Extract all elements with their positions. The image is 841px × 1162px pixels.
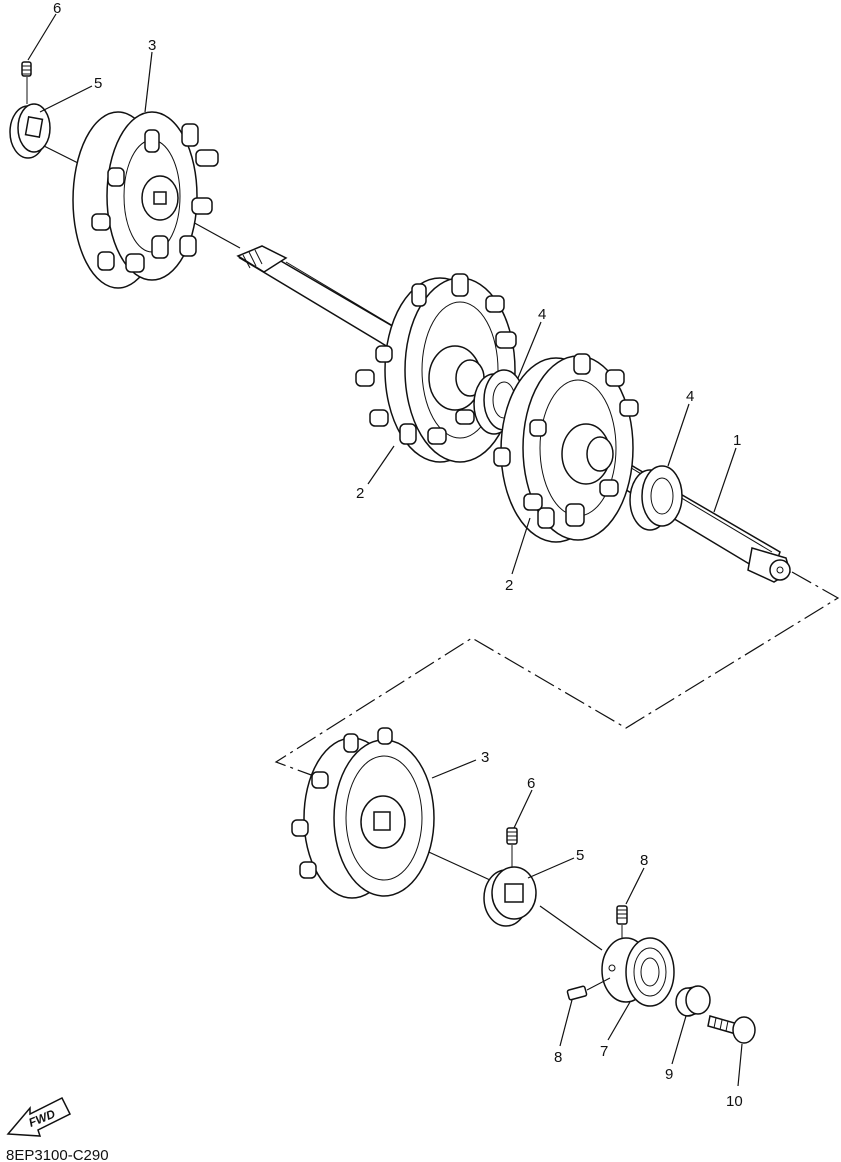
callout-2-b: 2 <box>505 577 513 594</box>
callout-8-top: 8 <box>640 852 648 869</box>
callout-7: 7 <box>600 1043 608 1060</box>
sprocket-b <box>493 353 639 543</box>
fwd-arrow-icon: FWD <box>6 1096 72 1137</box>
callout-4-a: 4 <box>538 306 546 323</box>
callout-3-bottom: 3 <box>481 749 489 766</box>
leader-lines-top <box>27 13 737 575</box>
idler-wheel-top <box>72 111 219 289</box>
set-screw-8-bottom <box>566 977 611 1001</box>
set-screw-bottom <box>506 827 518 870</box>
set-screw-top <box>21 61 32 104</box>
callout-6-bottom: 6 <box>527 775 535 792</box>
collar-top <box>9 103 51 159</box>
bolt <box>707 1015 756 1044</box>
connection-dashed-line <box>274 571 840 777</box>
callout-3-top: 3 <box>148 37 156 54</box>
axis-line-lower <box>419 847 491 881</box>
callout-10: 10 <box>726 1093 743 1110</box>
callout-9: 9 <box>665 1066 673 1083</box>
nut <box>675 985 711 1017</box>
callout-5-bottom: 5 <box>576 847 584 864</box>
axis-line-lower-2 <box>539 905 603 951</box>
diagram-code: 8EP3100-C290 <box>6 1147 109 1162</box>
set-screw-8-top <box>616 905 628 946</box>
callout-6-top: 6 <box>53 0 61 17</box>
bearing <box>601 937 675 1007</box>
callout-2-a: 2 <box>356 485 364 502</box>
callout-1: 1 <box>733 432 741 449</box>
collar-bottom <box>483 866 537 927</box>
callout-4-b: 4 <box>686 388 694 405</box>
idler-wheel-bottom <box>291 727 435 899</box>
spacer-b <box>629 465 683 531</box>
callout-8-bottom: 8 <box>554 1049 562 1066</box>
leader-lines-bottom <box>431 759 743 1087</box>
callout-5-top: 5 <box>94 75 102 92</box>
